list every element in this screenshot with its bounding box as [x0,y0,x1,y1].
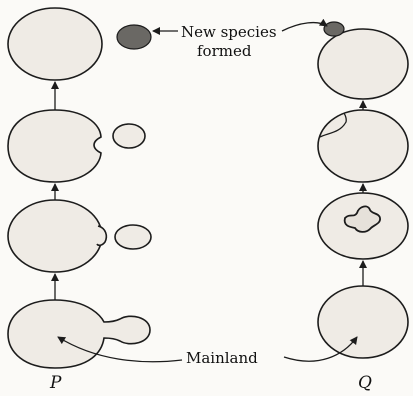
p-stage2-bulge [97,226,106,245]
column-p [8,8,151,368]
p-stage3-island [113,124,145,148]
q-stage4-mainland [318,29,408,99]
p-stage2-mainland [8,200,102,272]
formed-label: formed [197,42,252,60]
p-stage1-mainland [8,300,150,368]
p-stage2-island [115,225,151,249]
new-species-label: New species [181,23,277,41]
p-stage4-mainland [8,8,102,80]
new-species-arrow-right [282,23,327,31]
column-q [318,22,408,358]
mainland-label: Mainland [186,349,258,367]
column-p-label: P [49,373,62,393]
q-stage1-mainland [318,286,408,358]
column-q-label: Q [358,373,372,393]
p-stage3-mainland [8,110,101,182]
p-new-species-island [117,25,151,49]
q-new-species-patch [324,22,344,36]
q-stage3-mainland [318,110,408,182]
